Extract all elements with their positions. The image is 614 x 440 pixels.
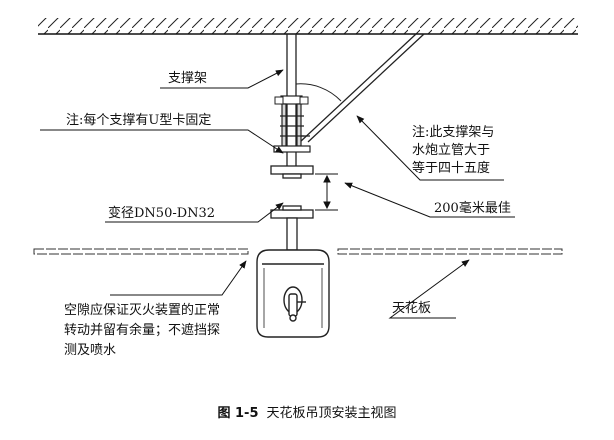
ceiling-board-label: 天花板 [392,301,432,316]
angle-note-line-1: 注:此支撑架与 [412,125,495,140]
diagonal-brace [296,33,425,143]
clearance-note-line-3: 测及喷水 [64,343,117,358]
leader-lines [40,69,515,319]
angle-note: 注:此支撑架与 水炮立管大于 等于四十五度 [412,124,494,178]
best-distance-label: 200毫米最佳 [434,201,511,216]
figure-number: 图 1-5 [217,406,259,421]
u-clamp [273,95,311,153]
figure-title: 天花板吊顶安装主视图 [266,406,397,421]
figure-caption: 图 1-5 天花板吊顶安装主视图 [0,402,614,421]
water-cannon [256,249,330,338]
angle-arc [295,83,342,102]
dimension-200mm [315,173,338,211]
ceiling-board [33,248,563,255]
reduced-pipe [286,217,298,251]
u-clamp-note: 注:每个支撑有U型卡固定 [66,113,212,128]
clearance-note-line-1: 空隙应保证灭火装置的正常 [64,303,221,318]
clearance-note: 空隙应保证灭火装置的正常 转动并留有余量；不遮挡探 测及喷水 [64,301,220,361]
angle-note-line-3: 等于四十五度 [412,161,491,176]
angle-note-line-2: 水炮立管大于 [412,143,491,158]
clamp-nuts [274,96,309,105]
support-frame-label: 支撑架 [168,71,208,86]
reducer-label: 变径DN50-DN32 [108,206,216,221]
upper-flange [270,165,314,179]
clearance-note-line-2: 转动并留有余量；不遮挡探 [64,323,221,338]
ceiling-slab [38,18,578,35]
